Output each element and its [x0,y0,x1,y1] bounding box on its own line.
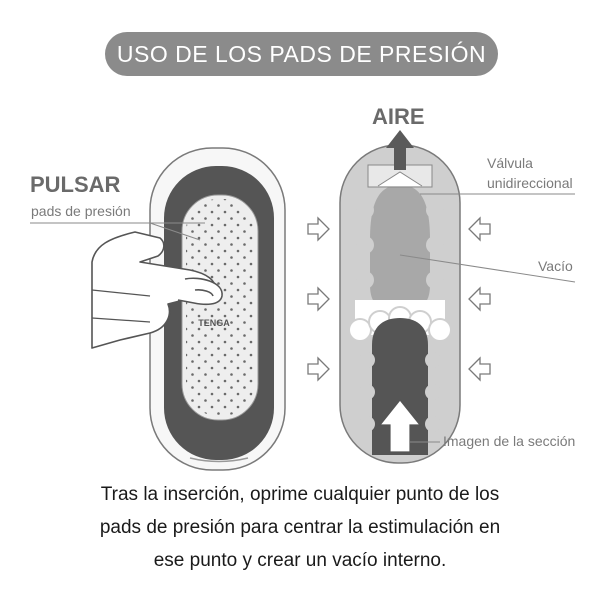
section-label: Imagen de la sección [443,433,576,449]
caption-line-3: ese punto y crear un vacío interno. [153,550,447,571]
caption-line-2: pads de presión para centrar la estimula… [99,517,501,538]
caption: Tras la inserción, oprime cualquier punt… [20,478,580,577]
vacuum-leader-line [399,254,576,283]
air-up-arrow-icon [386,130,414,170]
device-front-view [149,147,286,471]
brand-text: TENGA [198,318,230,328]
pressure-arrows [307,216,491,382]
vacuum-label: Vacío [538,258,573,274]
pads-label: pads de presión [31,203,131,219]
valve-label-line2: unidireccional [487,175,573,191]
hand-illustration [91,231,223,349]
title-text: USO DE LOS PADS DE PRESIÓN [116,40,487,67]
caption-line-1: Tras la inserción, oprime cualquier punt… [100,484,500,505]
valve-label-line1: Válvula [487,155,533,171]
title-banner: USO DE LOS PADS DE PRESIÓN [105,32,498,76]
insert-arrow-icon [378,399,422,453]
aire-label: AIRE [372,104,425,129]
pressure-pad [186,199,254,416]
cross-section-view [339,144,461,464]
pulsar-label: PULSAR [30,172,121,197]
